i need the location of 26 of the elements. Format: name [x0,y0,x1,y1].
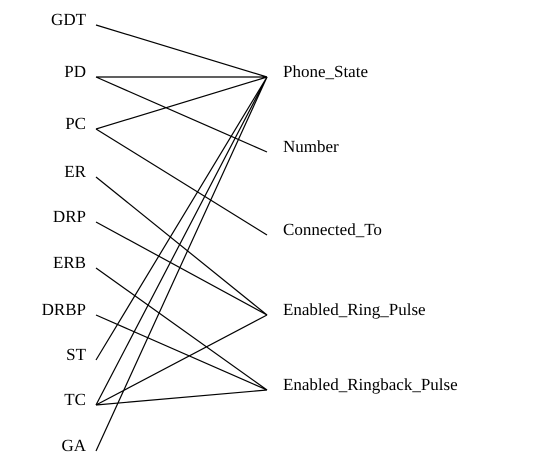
node-label: DRP [0,205,96,229]
node-label: PD [0,60,96,84]
connector-line [96,314,268,391]
connector-line [96,268,268,390]
node-label: ERB [0,251,96,275]
connector-line [96,176,268,316]
connector-line [96,389,268,406]
node-label: GA [0,434,96,452]
node-label: Enabled_Ring_Pulse [267,298,426,322]
connector-line [96,221,268,316]
node-label: Phone_State [267,60,368,84]
connector-line [96,314,268,406]
node-label: GDT [0,8,96,32]
node-label: Connected_To [267,218,382,242]
connector-line [96,24,268,78]
node-label: ER [0,160,96,184]
node-label: ST [0,343,96,367]
connector-line [96,128,268,236]
connector-line [96,76,268,153]
connector-line [96,76,268,130]
node-label: TC [0,388,96,412]
node-label: Enabled_Ringback_Pulse [267,373,458,397]
connector-line [96,76,267,78]
node-label: Number [267,135,339,159]
node-label: PC [0,112,96,136]
node-label: DRBP [0,298,96,322]
